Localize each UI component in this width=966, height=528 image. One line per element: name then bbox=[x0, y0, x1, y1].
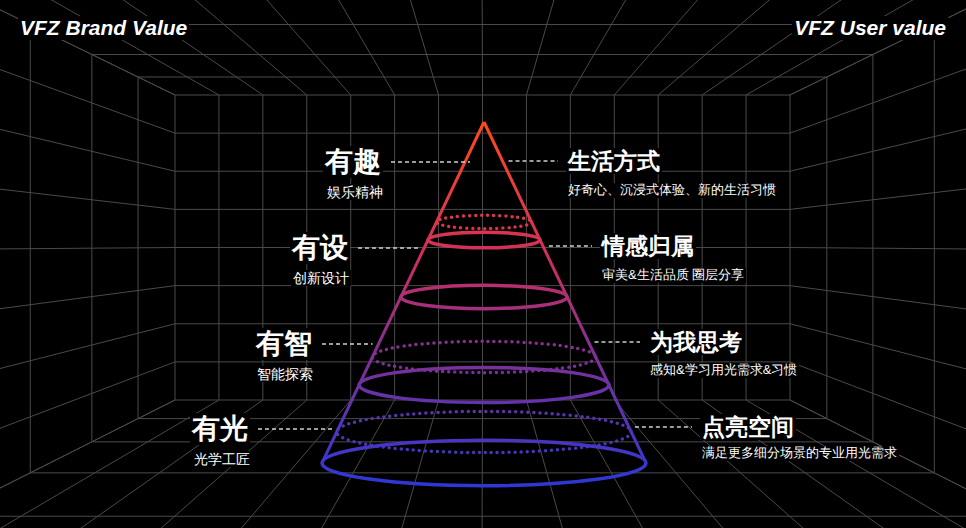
leader-line bbox=[549, 245, 592, 246]
grid-line bbox=[130, 400, 395, 528]
leader-line bbox=[391, 161, 470, 162]
grid-line bbox=[570, 0, 832, 95]
grid-line bbox=[0, 400, 307, 528]
level-title: 生活方式 bbox=[566, 148, 662, 174]
leader-line bbox=[322, 343, 373, 344]
level-description: 娱乐精神 bbox=[325, 184, 385, 200]
level-title: 有设 bbox=[290, 232, 350, 264]
corner-heading: VFZ Brand Value bbox=[18, 16, 189, 40]
level-description: 智能探索 bbox=[255, 366, 315, 382]
grid-line bbox=[130, 0, 395, 95]
level-description: 光学工匠 bbox=[192, 451, 252, 467]
grid-line bbox=[0, 400, 263, 528]
grid-line bbox=[0, 400, 351, 528]
level-title: 有智 bbox=[254, 328, 314, 360]
level-title: 点亮空间 bbox=[700, 414, 796, 440]
grid-line bbox=[790, 0, 966, 133]
grid-line bbox=[0, 0, 263, 95]
grid-line bbox=[0, 0, 175, 95]
level-description: 好奇心、沉浸式体验、新的生活习惯 bbox=[566, 183, 778, 198]
grid-line bbox=[30, 25, 934, 473]
grid-line bbox=[0, 0, 307, 95]
leader-line bbox=[358, 247, 418, 248]
level-title: 情感归属 bbox=[600, 233, 696, 259]
level-title: 有趣 bbox=[323, 146, 383, 178]
grid-line bbox=[481, 0, 483, 95]
grid-line bbox=[175, 323, 790, 324]
grid-line bbox=[0, 0, 351, 95]
level-title: 有光 bbox=[190, 413, 250, 445]
grid-line bbox=[0, 400, 175, 528]
level-description: 感知&学习用光需求&习惯 bbox=[648, 363, 799, 378]
grid-line bbox=[614, 0, 966, 95]
grid-line bbox=[0, 248, 175, 256]
grid-line bbox=[526, 400, 656, 528]
grid-line bbox=[92, 55, 873, 442]
leader-line bbox=[509, 160, 558, 161]
grid-line bbox=[614, 400, 966, 528]
grid-line bbox=[790, 400, 966, 528]
grid-line bbox=[481, 400, 483, 528]
grid-line bbox=[0, 324, 175, 528]
dotted-ring bbox=[436, 215, 531, 228]
solid-ring bbox=[359, 368, 609, 403]
level-description: 满足更多细分场景的专业用光需求 bbox=[700, 446, 899, 461]
grid-line bbox=[790, 103, 966, 210]
grid-line bbox=[175, 171, 790, 172]
grid-line bbox=[790, 0, 966, 95]
level-title: 为我思考 bbox=[648, 329, 744, 355]
grid-line bbox=[790, 248, 966, 256]
grid-line bbox=[658, 0, 966, 95]
leader-line bbox=[635, 426, 692, 427]
grid-line bbox=[0, 0, 175, 95]
corner-heading: VFZ User value bbox=[792, 16, 948, 40]
grid-line bbox=[0, 400, 219, 528]
grid-line bbox=[790, 0, 966, 171]
solid-ring bbox=[428, 232, 540, 248]
grid-line bbox=[0, 0, 219, 95]
level-description: 审美&生活品质 圈层分享 bbox=[600, 268, 746, 283]
grid-line bbox=[702, 0, 966, 95]
grid-line bbox=[0, 0, 966, 516]
grid-line bbox=[175, 133, 790, 134]
grid-line bbox=[0, 103, 175, 210]
grid-line bbox=[790, 0, 966, 95]
grid-line bbox=[658, 400, 966, 528]
grid-line bbox=[790, 324, 966, 528]
grid-line bbox=[175, 209, 790, 210]
grid-line bbox=[305, 0, 438, 95]
leader-line bbox=[258, 428, 332, 429]
solid-ring bbox=[401, 285, 567, 308]
level-description: 创新设计 bbox=[291, 270, 351, 286]
solid-ring bbox=[322, 440, 646, 485]
grid-line bbox=[0, 400, 175, 528]
leader-line bbox=[595, 341, 640, 342]
grid-line bbox=[0, 362, 175, 528]
grid-line bbox=[526, 0, 656, 95]
